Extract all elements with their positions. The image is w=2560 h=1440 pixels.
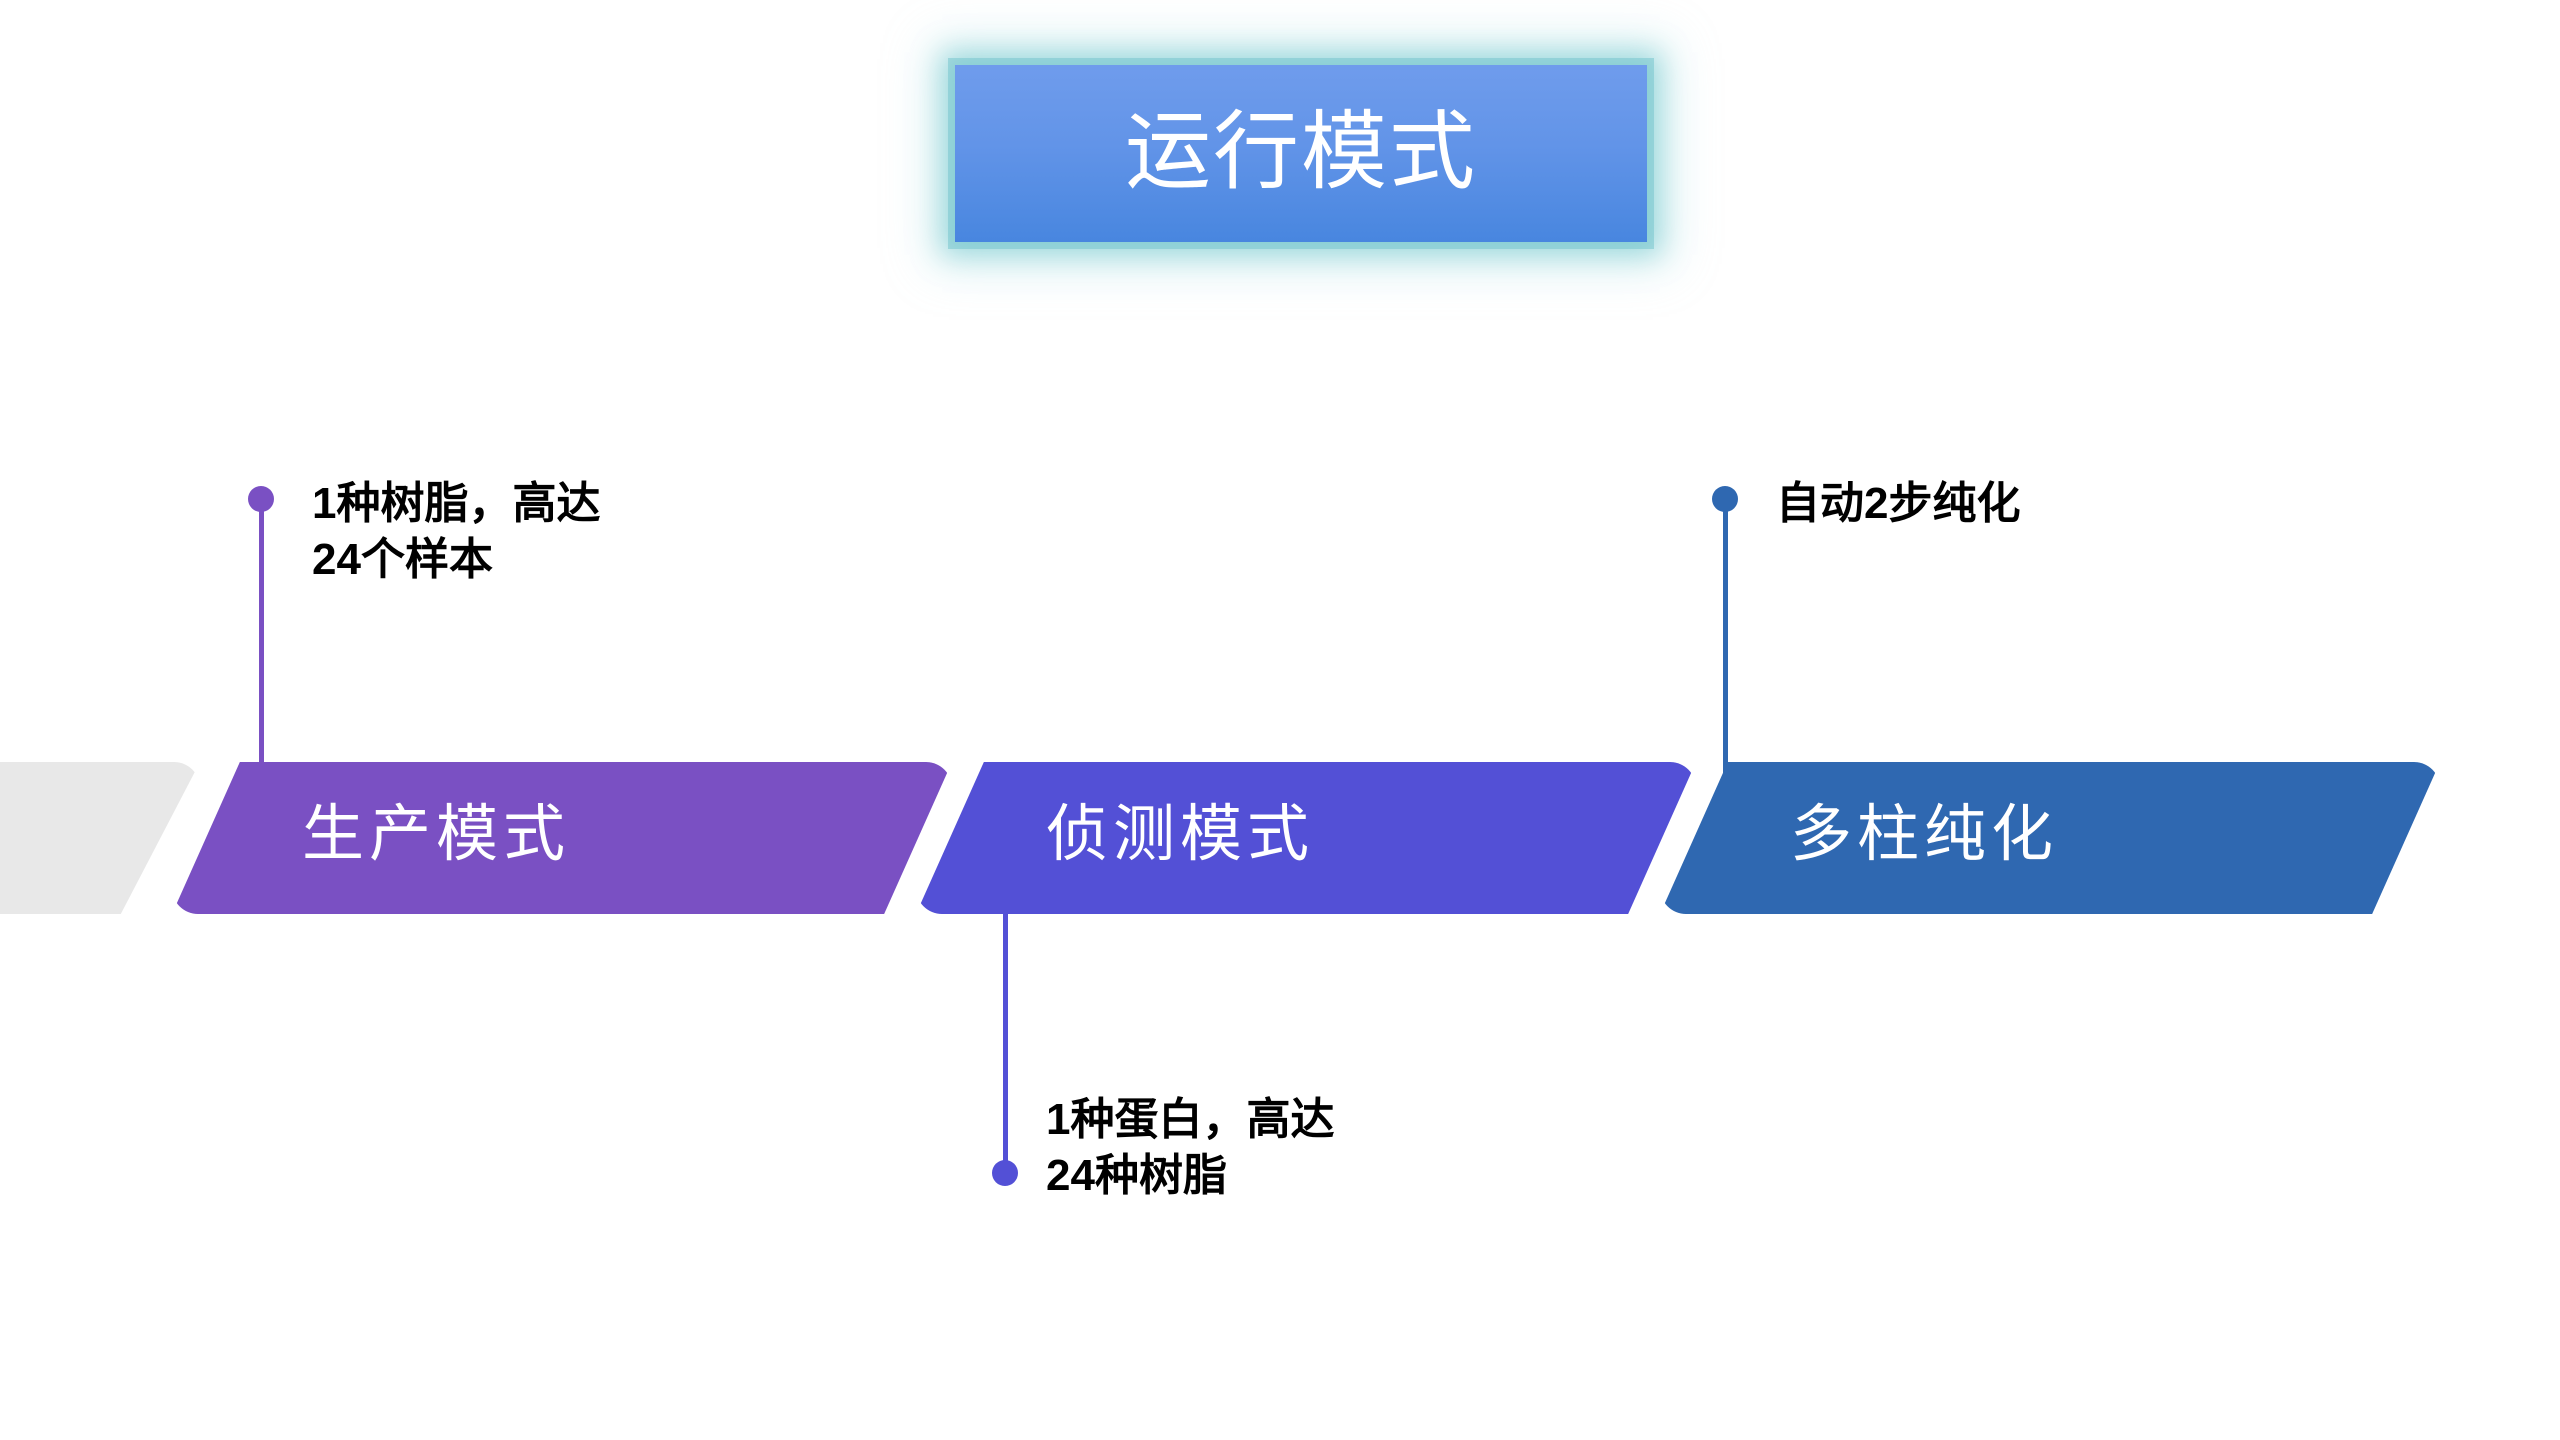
- callout-multicolumn-text: 自动2步纯化: [1776, 479, 2021, 528]
- slide-title-banner: 运行模式: [955, 65, 1647, 242]
- process-step-production[interactable]: 生产模式: [172, 762, 952, 914]
- callout-detection-leader-line: [1003, 900, 1008, 1172]
- process-step-multicolumn[interactable]: 多柱纯化: [1660, 762, 2440, 914]
- callout-detection-text: 1种蛋白，高达 24种树脂: [1046, 1095, 1335, 1201]
- process-step-multicolumn-label: 多柱纯化: [1790, 800, 2059, 869]
- process-step-detection[interactable]: 侦测模式: [916, 762, 1696, 914]
- callout-production-text: 1种树脂，高达 24个样本: [312, 479, 601, 585]
- process-step-production-label: 生产模式: [302, 800, 571, 869]
- process-chevron-band: 生产模式 侦测模式 多柱纯化: [0, 762, 2560, 914]
- callout-production-dot-marker: [248, 486, 274, 512]
- callout-multicolumn-dot-marker: [1712, 486, 1738, 512]
- callout-production-leader-line: [259, 508, 264, 776]
- callout-multicolumn-leader-line: [1723, 508, 1728, 776]
- process-step-tail: [0, 762, 200, 914]
- process-step-detection-label: 侦测模式: [1046, 800, 1315, 869]
- slide-title-text: 运行模式: [1125, 103, 1477, 200]
